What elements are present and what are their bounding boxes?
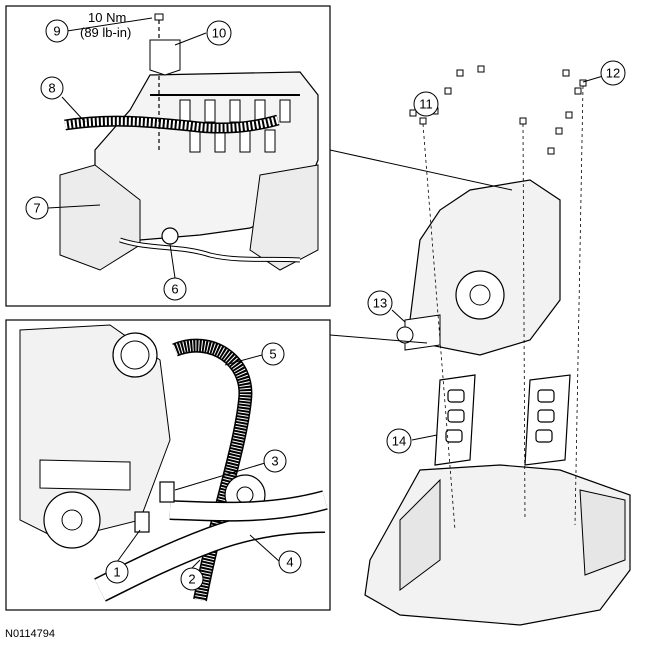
callout-11-label: 11 <box>419 97 433 112</box>
callout-9-label: 9 <box>53 24 60 39</box>
callout-14-label: 14 <box>392 434 406 449</box>
callout-11: 11 <box>413 91 439 117</box>
callout-7: 7 <box>25 196 49 220</box>
detail-panel-upper <box>5 5 331 307</box>
callout-3: 3 <box>263 449 287 473</box>
callout-4: 4 <box>278 550 302 574</box>
callout-6-label: 6 <box>171 282 178 297</box>
callout-leaders <box>47 17 604 569</box>
callout-12-label: 12 <box>606 66 620 81</box>
callout-1: 1 <box>105 560 129 584</box>
callout-4-label: 4 <box>286 555 293 570</box>
callout-2: 2 <box>180 567 204 591</box>
callout-9: 9 <box>45 19 69 43</box>
reference-leader-lines <box>329 149 513 344</box>
callout-3-label: 3 <box>271 454 278 469</box>
callout-8: 8 <box>40 76 64 100</box>
callout-5-label: 5 <box>269 347 276 362</box>
exploded-supercharger-view <box>364 65 631 626</box>
callout-7-label: 7 <box>33 201 40 216</box>
callout-1-label: 1 <box>113 565 120 580</box>
torque-spec-nm: 10 Nm <box>88 10 126 25</box>
figure-id: N0114794 <box>5 628 55 640</box>
detail-panel-lower <box>5 319 331 611</box>
callout-12: 12 <box>600 60 626 86</box>
callout-6: 6 <box>163 277 187 301</box>
callout-13: 13 <box>367 290 393 316</box>
callout-8-label: 8 <box>48 81 55 96</box>
callout-10: 10 <box>206 20 232 46</box>
torque-spec-lbin: (89 lb-in) <box>80 25 131 40</box>
callout-14: 14 <box>386 428 412 454</box>
callout-5: 5 <box>261 342 285 366</box>
callout-2-label: 2 <box>188 572 195 587</box>
callout-10-label: 10 <box>212 26 226 41</box>
callout-13-label: 13 <box>373 296 387 311</box>
